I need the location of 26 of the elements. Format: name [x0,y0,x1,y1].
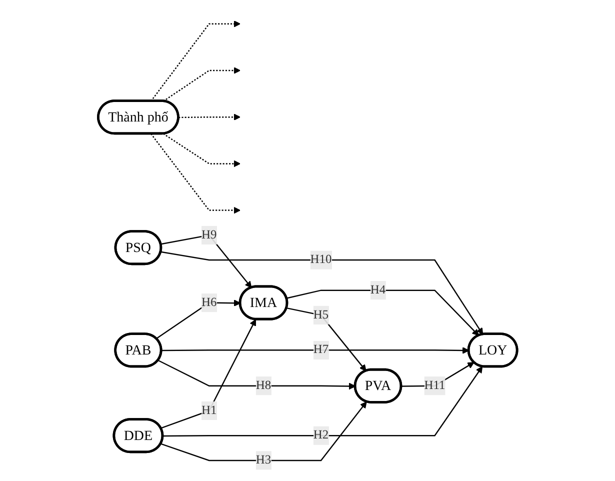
arrow [160,400,367,461]
arrow [160,234,252,288]
arrow [286,306,366,371]
edge-label: H2 [313,428,328,442]
edge-label: H5 [313,308,328,321]
arrow [162,132,240,167]
arrow [160,318,256,428]
arrow [158,359,356,390]
edge-label: H4 [370,282,386,296]
edge-label: H3 [256,452,271,466]
arrow [150,132,240,214]
arrow [162,366,482,436]
edge-label: H7 [313,342,328,356]
edge-label: H8 [256,378,271,392]
edge-label: H10 [310,252,332,266]
edge-label: H11 [424,378,446,392]
path-diagram: H9 H10 H6 H7 H8 H1 H2 H3 H4 H5 H11 Thành phố PSQ IMA PAB LOY DDE PVA [92,6,524,476]
arrow [150,20,240,102]
edge-label: H6 [201,295,217,308]
arrow [178,113,240,120]
arrow [286,289,479,336]
edge-label: H1 [201,403,217,416]
arrow [161,346,470,354]
arrow [160,250,483,334]
arrow [156,299,241,339]
edge-label: H9 [201,228,217,241]
